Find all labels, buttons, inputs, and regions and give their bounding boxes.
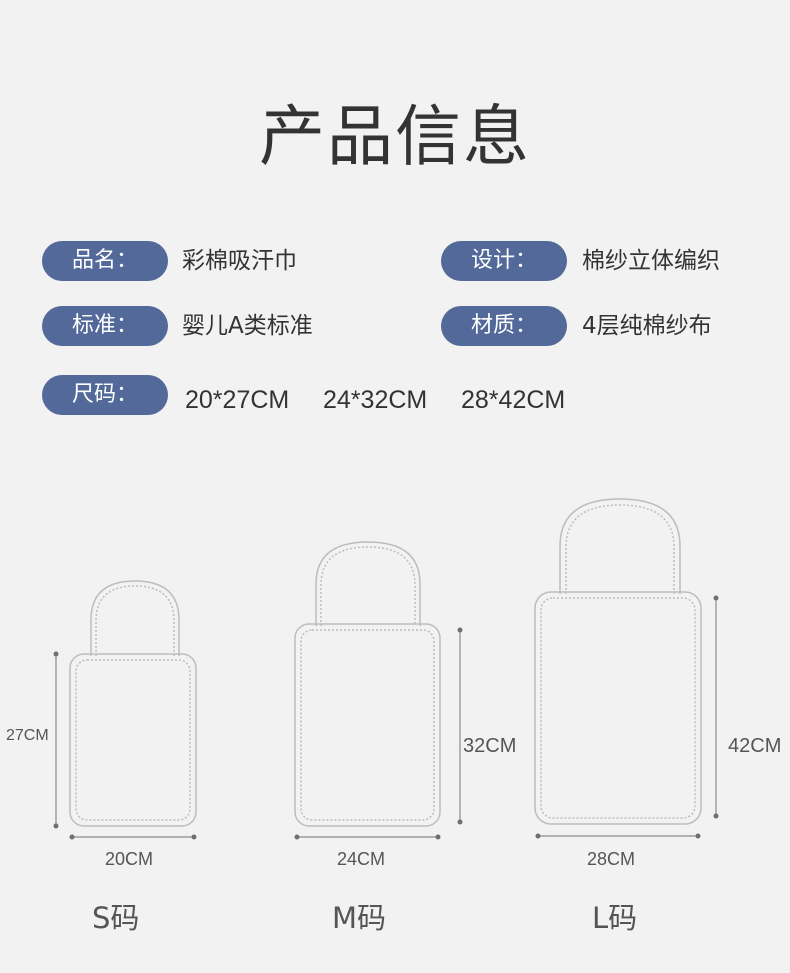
l-width-label: 28CM — [587, 849, 635, 869]
size-value-l: 28*42CM — [461, 386, 566, 414]
name-tag: 品名： — [42, 241, 168, 281]
l-width-dimension — [535, 833, 701, 839]
s-width-label: 20CM — [105, 849, 153, 869]
size-tag: 尺码： — [42, 375, 168, 415]
s-height-label: 27CM — [6, 727, 49, 744]
s-width-dimension — [69, 834, 197, 840]
l-height-dimension — [713, 595, 719, 819]
m-width-label: 24CM — [337, 849, 385, 869]
towel-s-drawing — [69, 580, 197, 827]
design-value: 棉纱立体编织 — [582, 248, 720, 274]
s-height-dimension — [53, 651, 59, 829]
m-height-dimension — [457, 627, 463, 825]
size-label-l: L码 — [592, 901, 638, 935]
size-value-m: 24*32CM — [323, 386, 428, 414]
size-label-s: S码 — [92, 901, 140, 935]
page-title: 产品信息 — [259, 98, 531, 175]
standard-value: 婴儿A类标准 — [182, 313, 313, 339]
towel-size-diagrams: 27CM 20CM 32CM 24CM 42CM 28CM — [6, 498, 781, 869]
towel-l-drawing — [534, 498, 702, 825]
towel-m-drawing — [294, 541, 441, 827]
design-tag: 设计： — [441, 241, 567, 281]
m-width-dimension — [294, 834, 441, 840]
l-height-label: 42CM — [728, 735, 781, 757]
size-label-m: M码 — [332, 901, 387, 935]
material-tag: 材质： — [441, 306, 567, 346]
name-value: 彩棉吸汗巾 — [182, 248, 297, 274]
m-height-label: 32CM — [463, 735, 516, 757]
standard-tag: 标准： — [42, 306, 168, 346]
material-value: 4层纯棉纱布 — [582, 313, 712, 339]
size-value-s: 20*27CM — [185, 386, 290, 414]
